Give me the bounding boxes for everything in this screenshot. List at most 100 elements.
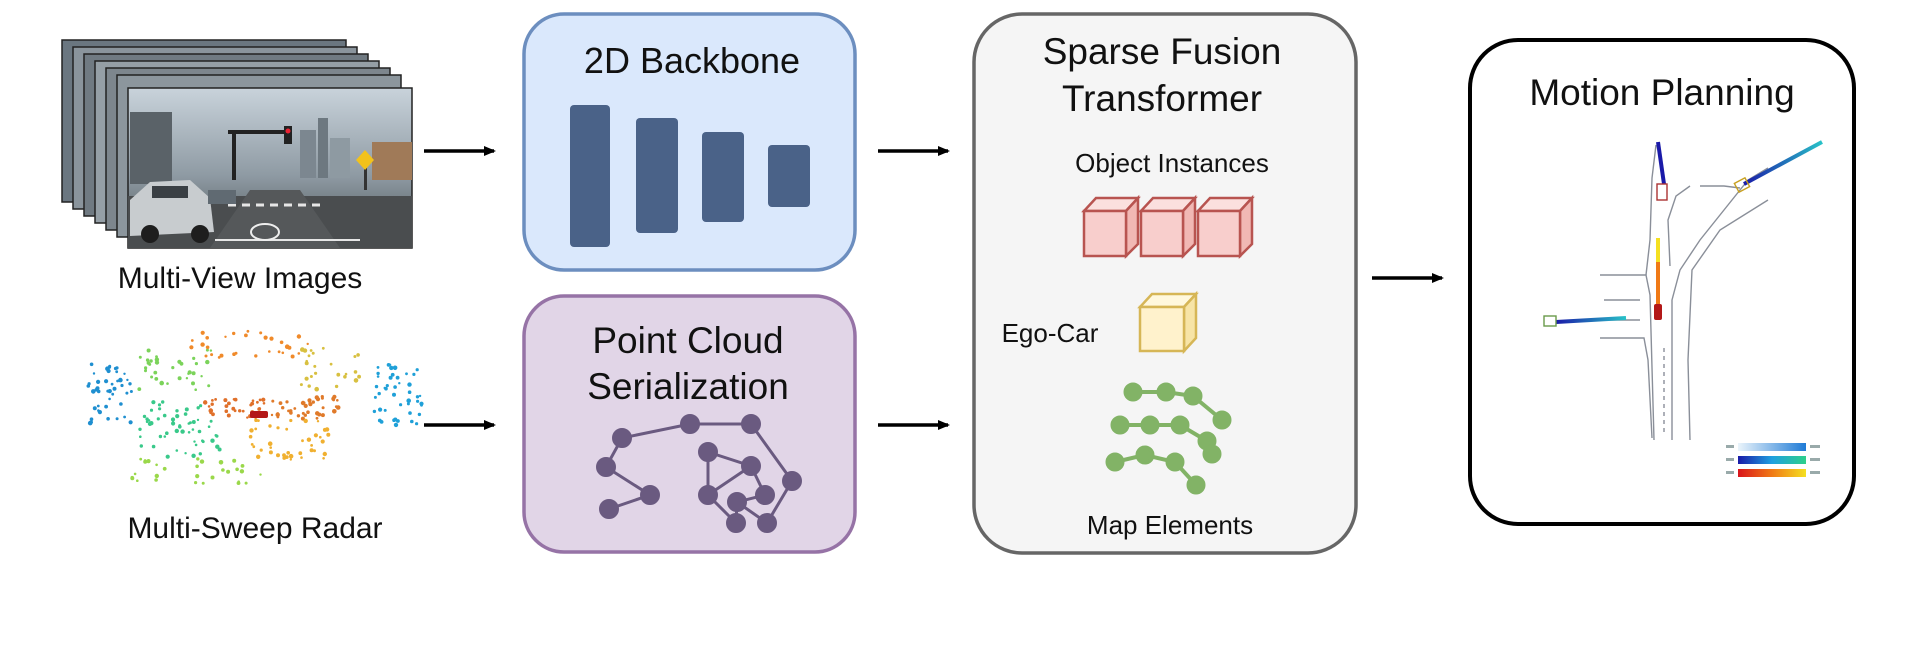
radar-point (322, 457, 325, 460)
radar-point (96, 379, 101, 384)
radar-point (259, 448, 263, 452)
radar-point (197, 429, 202, 434)
radar-point (336, 399, 339, 402)
radar-point (166, 382, 169, 385)
radar-point (289, 458, 292, 461)
radar-point (374, 384, 379, 389)
radar-point (227, 401, 231, 406)
radar-point (183, 412, 188, 416)
backbone-feature-bars (570, 105, 810, 247)
radar-point (129, 390, 133, 393)
radar-point (353, 355, 357, 358)
radar-point (407, 382, 412, 387)
radar-point (194, 362, 198, 366)
radar-point (240, 464, 245, 468)
radar-point (251, 399, 255, 403)
radar-point (210, 402, 214, 406)
object-cube (1138, 194, 1198, 260)
radar-point (334, 384, 339, 389)
radar-point (372, 409, 377, 414)
radar-point (194, 443, 198, 447)
radar-point (89, 362, 94, 367)
radar-point (262, 402, 266, 405)
radar-point (287, 345, 292, 350)
radar-point (388, 375, 393, 380)
radar-point (248, 434, 253, 439)
radar-point (174, 428, 179, 434)
radar-point (416, 399, 420, 403)
radar-point (142, 414, 147, 419)
radar-point (309, 349, 313, 352)
radar-point (218, 460, 224, 465)
radar-point (210, 438, 215, 443)
radar-point (301, 439, 304, 443)
backbone-bar (570, 105, 610, 247)
street-photo (127, 87, 413, 249)
radar-point (353, 370, 358, 374)
radar-point (289, 418, 293, 423)
radar-point (395, 375, 400, 380)
fusion-box (972, 12, 1358, 555)
radar-point (393, 385, 397, 389)
radar-point (139, 457, 143, 461)
radar-point (288, 453, 294, 459)
radar-point (138, 355, 142, 359)
radar-point (329, 362, 333, 366)
radar-point (320, 413, 325, 418)
radar-point (306, 437, 312, 442)
radar-point (155, 463, 158, 467)
radar-point (145, 420, 149, 424)
radar-point (145, 358, 150, 362)
radar-point (95, 386, 100, 391)
radar-point (128, 382, 132, 386)
radar-point (293, 407, 297, 410)
radar-point (238, 409, 242, 413)
radar-point (415, 422, 419, 426)
radar-point (154, 360, 160, 365)
radar-point (118, 377, 123, 383)
radar-point (286, 451, 291, 455)
radar-point (192, 356, 196, 360)
radar-point (217, 447, 222, 452)
radar-point (178, 425, 182, 429)
radar-point (146, 348, 151, 353)
radar-point (120, 383, 124, 388)
radar-point (128, 420, 133, 425)
radar-point (112, 386, 117, 391)
radar-point (302, 401, 306, 405)
radar-point (190, 339, 194, 342)
map-elements-label: Map Elements (1086, 510, 1254, 540)
radar-point (353, 378, 359, 383)
radar-point (303, 418, 308, 424)
radar-point (232, 458, 237, 463)
radar-point (268, 424, 272, 428)
radar-point (104, 379, 109, 384)
radar-point (237, 480, 240, 484)
radar-point (296, 334, 302, 339)
radar-point (232, 331, 236, 336)
radar-point (138, 427, 142, 431)
radar-point (226, 413, 231, 418)
radar-point (149, 359, 153, 363)
radar-point (209, 349, 213, 352)
radar-point (407, 390, 412, 395)
radar-point (357, 374, 361, 379)
radar-point (307, 384, 311, 388)
radar-point (326, 432, 331, 437)
radar-point (406, 402, 410, 406)
radar-point (285, 400, 289, 404)
radar-point (420, 403, 423, 407)
radar-point (256, 454, 261, 459)
backbone-title: 2D Backbone (583, 40, 801, 81)
radar-point (270, 413, 274, 417)
radar-point (314, 386, 320, 392)
radar-point (189, 345, 194, 350)
radar-point (309, 448, 314, 453)
radar-point (252, 445, 256, 449)
radar-point (269, 446, 273, 449)
radar-point (263, 335, 268, 340)
object-cube (1195, 194, 1255, 260)
radar-point (304, 361, 309, 366)
radar-point (268, 450, 273, 455)
